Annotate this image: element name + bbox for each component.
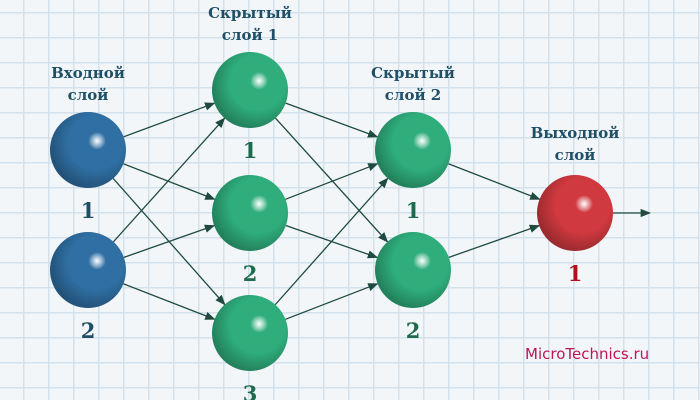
connection-arrow bbox=[285, 102, 379, 138]
neuron-number: 1 bbox=[81, 198, 96, 223]
watermark: MicroTechnics.ru bbox=[525, 345, 649, 363]
connection-arrow bbox=[123, 224, 216, 259]
connection-arrow bbox=[274, 177, 389, 306]
neuron-shade bbox=[212, 175, 288, 251]
connection-arrow bbox=[123, 163, 216, 200]
connection-arrow bbox=[123, 283, 216, 320]
connection-arrow bbox=[275, 117, 389, 243]
neuron-shade bbox=[50, 232, 126, 308]
connection-arrow bbox=[448, 224, 541, 259]
neuron-number: 2 bbox=[81, 318, 96, 343]
neuron-number: 3 bbox=[243, 381, 258, 400]
neuron-number: 1 bbox=[568, 261, 583, 286]
layer-title: слой bbox=[555, 146, 596, 164]
neuron-shade bbox=[375, 112, 451, 188]
layer-title: слой 2 bbox=[385, 86, 442, 104]
neuron-number: 1 bbox=[406, 198, 421, 223]
neuron-shade bbox=[212, 52, 288, 128]
connection-arrow bbox=[123, 102, 216, 138]
neuron-shade bbox=[212, 295, 288, 371]
connection-arrow bbox=[285, 163, 379, 200]
connection-arrow bbox=[285, 283, 379, 320]
layer-title: Выходной bbox=[531, 124, 620, 142]
neuron-shade bbox=[537, 175, 613, 251]
layer-title: слой 1 bbox=[222, 26, 279, 44]
neuron-shade bbox=[375, 232, 451, 308]
connection-arrow bbox=[448, 163, 541, 200]
connection-arrow bbox=[112, 117, 226, 243]
neuron-number: 2 bbox=[243, 261, 258, 286]
layer-title: Входной bbox=[51, 64, 125, 82]
layer-title: Скрытый bbox=[208, 4, 292, 22]
neuron-number: 2 bbox=[406, 318, 421, 343]
neuron-shade bbox=[50, 112, 126, 188]
neuron-number: 1 bbox=[243, 138, 258, 163]
layer-title: слой bbox=[68, 86, 109, 104]
layer-title: Скрытый bbox=[371, 64, 455, 82]
